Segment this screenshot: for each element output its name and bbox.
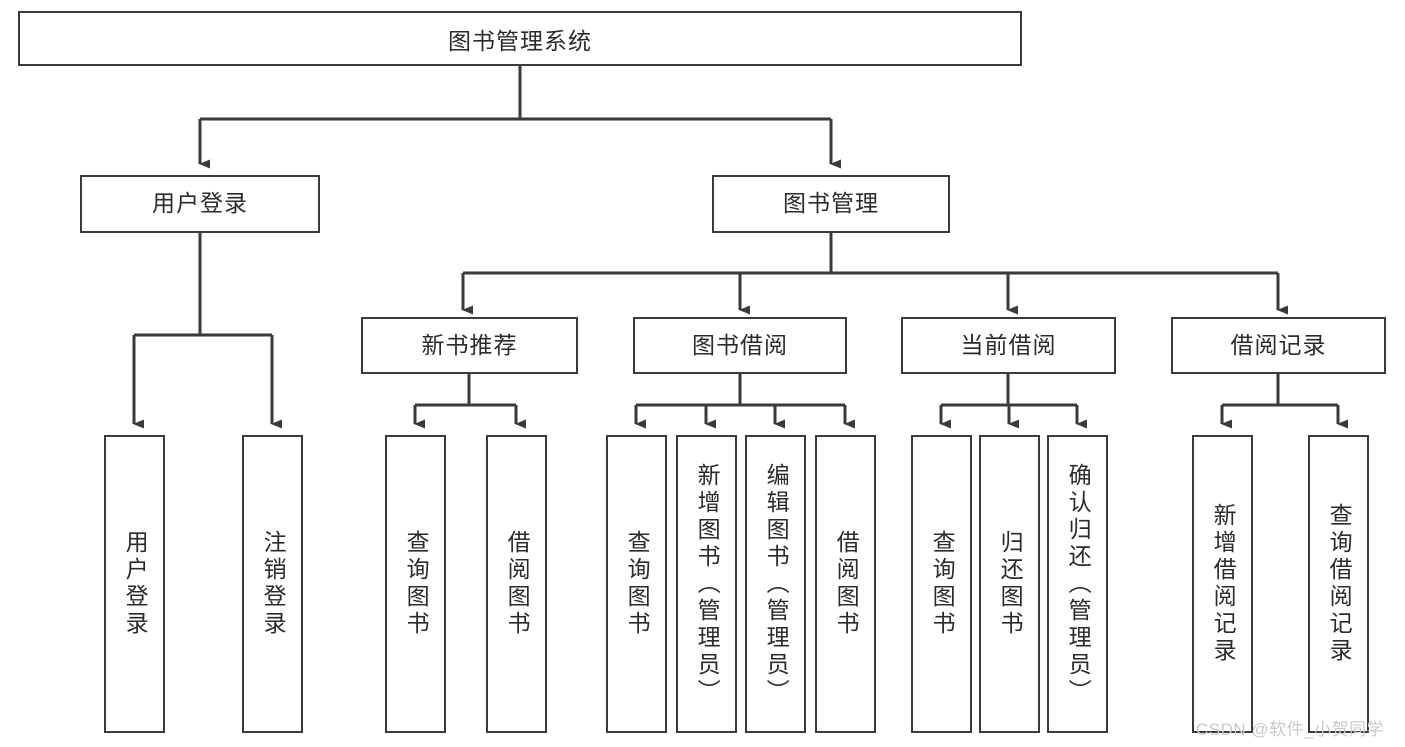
leaf-query-borrow-record[interactable]: 查询借阅记录 [1308,435,1369,733]
node-borrow-record[interactable]: 借阅记录 [1171,317,1386,374]
node-label: 查询借阅记录 [1326,503,1353,665]
leaf-user-login[interactable]: 用户登录 [104,435,165,733]
node-label: 确认归还（管理员） [1065,462,1092,706]
node-label: 当前借阅 [960,331,1057,358]
node-label: 编辑图书（管理员） [763,462,790,706]
node-label: 新增借阅记录 [1210,503,1237,665]
node-label: 归还图书 [997,530,1024,638]
node-label: 查询图书 [929,530,956,638]
node-label: 图书管理系统 [448,27,592,54]
node-label: 新书推荐 [421,331,518,358]
leaf-return-book[interactable]: 归还图书 [979,435,1040,733]
node-book-management[interactable]: 图书管理 [712,175,950,233]
node-label: 查询图书 [403,530,430,638]
node-user-login[interactable]: 用户登录 [80,175,320,233]
node-new-book-recommend[interactable]: 新书推荐 [361,317,578,374]
node-label: 图书管理 [783,190,879,217]
node-label: 注销登录 [260,530,287,638]
node-label: 借阅记录 [1230,331,1327,358]
leaf-borrow-book-recommend[interactable]: 借阅图书 [486,435,547,733]
node-label: 借阅图书 [833,530,860,638]
leaf-query-book-borrow[interactable]: 查询图书 [606,435,667,733]
leaf-query-book-current[interactable]: 查询图书 [911,435,972,733]
leaf-add-borrow-record[interactable]: 新增借阅记录 [1192,435,1253,733]
leaf-query-book-recommend[interactable]: 查询图书 [385,435,446,733]
leaf-confirm-return-admin[interactable]: 确认归还（管理员） [1047,435,1108,733]
node-current-borrow[interactable]: 当前借阅 [901,317,1116,374]
node-label: 新增图书（管理员） [694,462,721,706]
csdn-watermark: CSDN @软件_小贺同学 [1196,720,1385,739]
node-label: 用户登录 [122,530,149,638]
node-root-book-management-system[interactable]: 图书管理系统 [18,11,1022,66]
node-label: 图书借阅 [692,331,788,358]
leaf-borrow-book[interactable]: 借阅图书 [815,435,876,733]
node-label: 查询图书 [624,530,651,638]
leaf-logout[interactable]: 注销登录 [242,435,303,733]
node-label: 用户登录 [152,190,248,217]
node-book-borrow[interactable]: 图书借阅 [633,317,847,374]
leaf-add-book-admin[interactable]: 新增图书（管理员） [676,435,737,733]
leaf-edit-book-admin[interactable]: 编辑图书（管理员） [745,435,806,733]
node-label: 借阅图书 [504,530,531,638]
